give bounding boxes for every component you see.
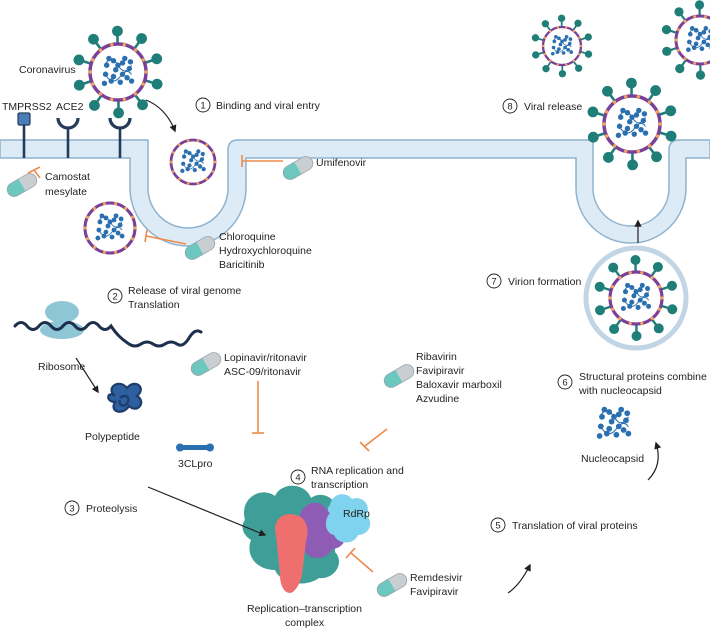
label-nucleocapsid: Nucleocapsid [581,453,644,465]
label-ribosome: Ribosome [38,361,85,373]
label-azvudine: Azvudine [416,393,459,405]
step-6-number: 6 [562,377,567,388]
released-virion-partial [662,0,710,79]
label-favipiravir-2: Favipiravir [410,586,459,598]
label-rtc-1: Replication–transcription [247,603,362,615]
step-2-label: Release of viral genome [128,285,241,297]
label-lopinavir: Lopinavir/ritonavir [224,352,307,364]
label-rdrp: RdRp [343,508,370,520]
label-ace2: ACE2 [56,101,84,113]
step-3: 3 Proteolysis [65,501,137,515]
step-2-number: 2 [112,291,117,302]
step-8: 8 Viral release [503,99,582,113]
step-6-label: Structural proteins combine [579,371,707,383]
label-ribavirin: Ribavirin [416,351,457,363]
label-tmprss2: TMPRSS2 [2,101,52,113]
label-baricitinib: Baricitinib [219,259,265,271]
label-chloroquine: Chloroquine [219,231,276,243]
released-virion-small [532,15,592,78]
formed-virion-in-vesicle [586,248,686,348]
step-1-number: 1 [200,100,205,111]
step-7-label: Virion formation [508,276,582,288]
uncoating-virus [83,202,136,254]
step-4-label-2: transcription [311,479,368,491]
pill-ribavirin [382,362,417,390]
step-2-label-2: Translation [128,299,180,311]
step-3-number: 3 [69,503,74,514]
3clpro-icon [176,444,214,452]
nucleocapsid-shape [597,407,632,439]
step-5-label: Translation of viral proteins [512,520,638,532]
replication-transcription-complex [243,486,371,593]
coronavirus-particle [74,26,163,119]
label-hydroxychloroquine: Hydroxychloroquine [219,245,312,257]
step-7-number: 7 [491,276,496,287]
step-4-label: RNA replication and [311,465,404,477]
step-8-number: 8 [507,101,512,112]
label-3clpro: 3CLpro [178,458,213,470]
step-1: 1 Binding and viral entry [196,98,321,112]
label-coronavirus: Coronavirus [19,64,76,76]
step-5-number: 5 [495,520,500,531]
step-8-label: Viral release [524,101,582,113]
pill-camostat [5,171,40,199]
polypeptide-icon [108,384,141,412]
step-3-label: Proteolysis [86,503,137,515]
label-baloxavir: Baloxavir marboxil [416,379,502,391]
label-camostat-2: mesylate [45,186,87,198]
label-rtc-2: complex [285,617,325,629]
step-5: 5 Translation of viral proteins [491,518,638,532]
label-favipiravir-1: Favipiravir [416,365,465,377]
step-1-label: Binding and viral entry [216,100,321,112]
step-4-number: 4 [295,472,300,483]
label-asc09: ASC-09/ritonavir [224,366,302,378]
released-virion [588,78,677,171]
label-polypeptide: Polypeptide [85,431,140,443]
step-6: 6 Structural proteins combine with nucleoc… [558,371,707,397]
label-remdesivir: Remdesivir [410,572,463,584]
step-4: 4 RNA replication and transcription [291,465,404,491]
step-7: 7 Virion formation [487,274,582,288]
ribosome-icon [40,301,84,339]
pill-remdesivir [375,571,410,599]
label-umifenovir: Umifenovir [316,157,367,169]
virus-in-endosome [170,139,217,185]
label-camostat-1: Camostat [45,171,90,183]
pill-lopinavir [189,350,224,378]
step-6-label-2: with nucleocapsid [578,385,662,397]
